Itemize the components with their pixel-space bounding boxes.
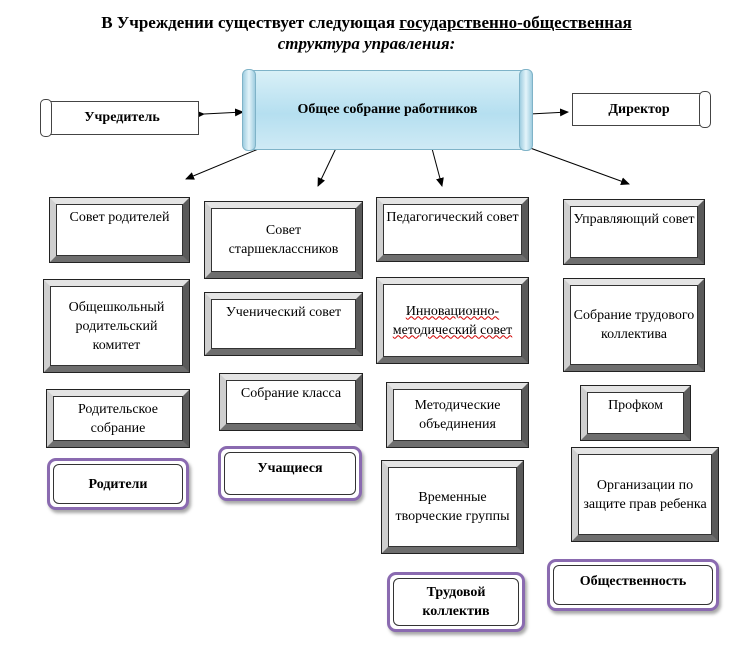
box-parents-council: Совет родителей (50, 198, 189, 262)
box-governing-council: Управляющий совет (564, 200, 704, 264)
arrow-to-students (317, 143, 339, 187)
director-label: Директор (608, 101, 670, 117)
page-title-line2: структура управления: (277, 34, 456, 53)
founder-scroll: Учредитель (40, 99, 199, 137)
box-parents-meeting: Родительское собрание (47, 390, 189, 447)
founder-label: Учредитель (84, 110, 160, 125)
box-labor-collective-meeting: Собрание трудового коллектива (564, 279, 704, 371)
box-trade-union: Профком (581, 386, 690, 440)
general-assembly-scroll: Общее собрание работников (242, 69, 533, 151)
arrow-founder-assembly (195, 108, 244, 119)
arrow-assembly-director (521, 108, 569, 119)
box-school-parents-committee: Общешкольный родительский комитет (44, 280, 189, 372)
general-assembly-label: Общее собрание работников (297, 102, 478, 117)
group-label-staff: Трудовой коллектив (387, 572, 525, 632)
box-methodical-associations: Методические объединения (387, 383, 528, 447)
box-senior-students-council: Совет старшеклассников (205, 202, 362, 278)
title-underlined-part: государственно-общественная (399, 13, 632, 32)
group-label-parents: Родители (47, 458, 189, 510)
box-innovation-methodical-council: Инновационно-методический совет (377, 278, 528, 363)
box-pedagogical-council: Педагогический совет (377, 198, 528, 261)
box-temporary-creative-groups: Временные творческие группы (382, 461, 523, 553)
director-scroll: Директор (572, 91, 711, 128)
box-student-council: Ученический совет (205, 293, 362, 355)
box-child-rights-organizations: Организации по защите прав ребенка (572, 448, 718, 541)
page-title-line1: В Учреждении существует следующая госуда… (101, 13, 632, 32)
group-label-public: Общественность (547, 559, 719, 611)
box-class-meeting: Собрание класса (220, 374, 362, 430)
group-label-students: Учащиеся (218, 446, 362, 501)
